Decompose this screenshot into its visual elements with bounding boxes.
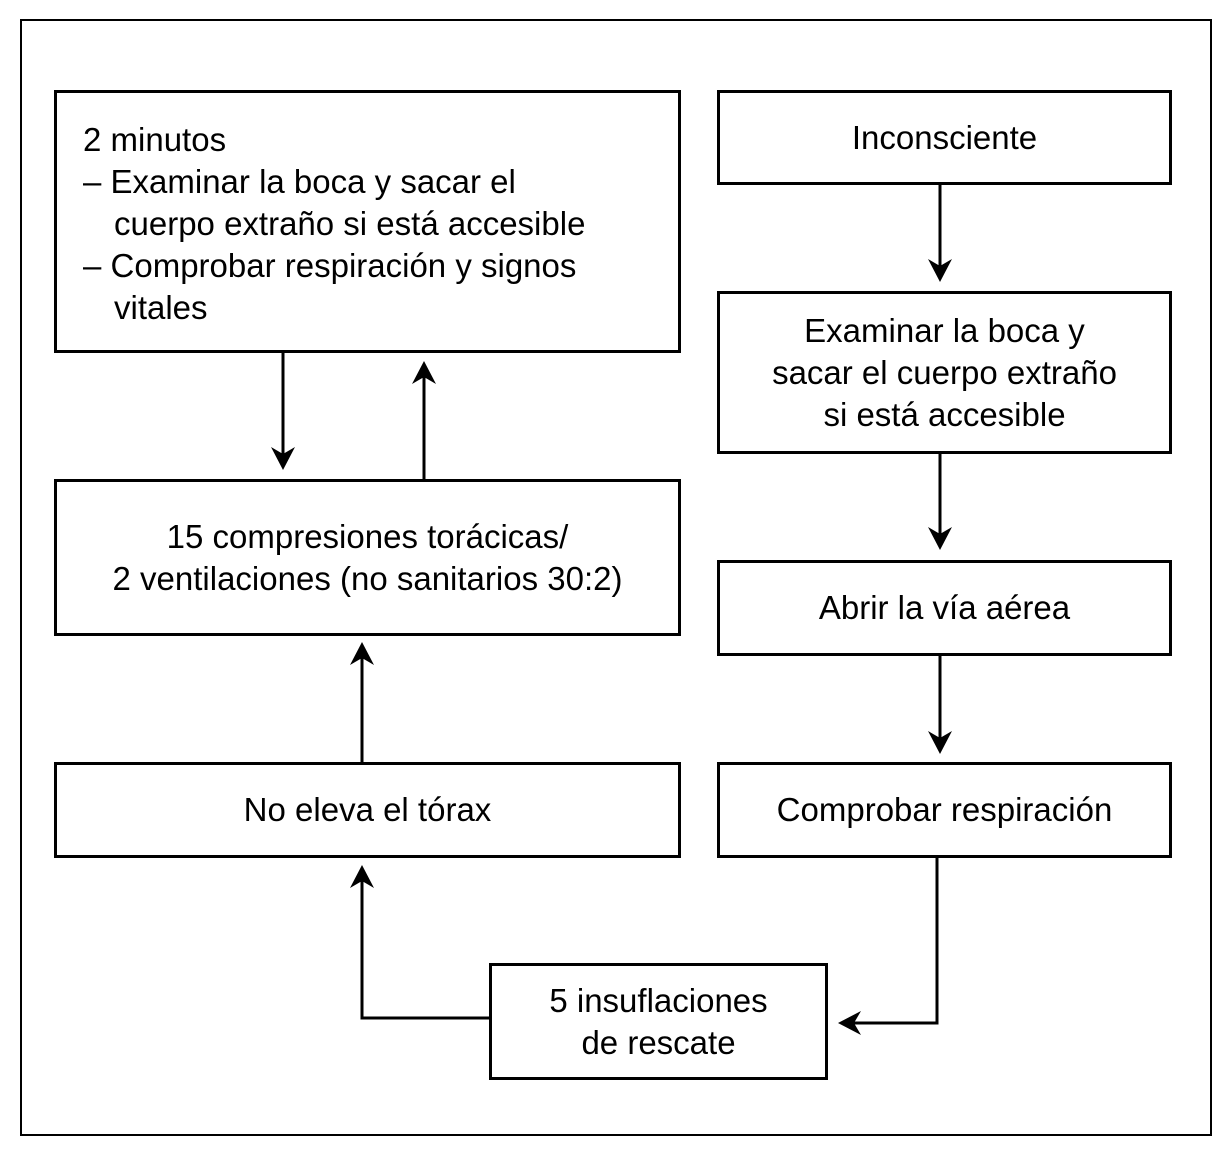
box-dos-minutos-title: 2 minutos — [83, 121, 227, 158]
box-compresiones-line-1: 15 compresiones torácicas/ — [166, 517, 569, 555]
box-examinar-line-1: Examinar la boca y — [804, 311, 1085, 349]
box-compresiones-line-2: 2 ventilaciones (no sanitarios 30:2) — [112, 559, 623, 597]
box-insuflaciones-line-1: 5 insuflaciones — [549, 981, 768, 1019]
arrowhead-comprobar — [928, 731, 952, 754]
arrowhead-examinar — [928, 259, 952, 282]
box-dos-minutos-item-2-line-1: – Comprobar respiración y signos — [83, 247, 577, 284]
arrowhead-no-eleva — [350, 865, 374, 888]
arrow-comprobar-to-insuflaciones — [842, 858, 939, 1025]
arrowhead-abrir — [928, 527, 952, 550]
box-no-eleva-torax: No eleva el tórax — [54, 762, 681, 858]
arrowhead-dos-minutos — [412, 361, 436, 384]
box-abrir-via-aerea: Abrir la vía aérea — [717, 560, 1172, 656]
arrow-insuflaciones-to-no-eleva — [360, 869, 489, 1020]
arrowhead-compresiones-bottom — [350, 642, 374, 665]
box-dos-minutos-item-1-line-1: – Examinar la boca y sacar el — [83, 163, 516, 200]
box-insuflaciones-line-2: de rescate — [581, 1023, 736, 1061]
box-dos-minutos-item-2-line-2: vitales — [114, 289, 208, 326]
diagram-frame — [20, 19, 1212, 1136]
box-dos-minutos-item-1-line-2: cuerpo extraño si está accesible — [114, 205, 586, 242]
box-insuflaciones-rescate: 5 insuflaciones de rescate — [489, 963, 828, 1080]
box-dos-minutos: 2 minutos – Examinar la boca y sacar el … — [54, 90, 681, 353]
box-compresiones-ventilaciones: 15 compresiones torácicas/ 2 ventilacion… — [54, 479, 681, 636]
box-examinar-boca: Examinar la boca y sacar el cuerpo extra… — [717, 291, 1172, 454]
box-examinar-line-3: si está accesible — [823, 395, 1066, 433]
box-comprobar-text: Comprobar respiración — [776, 791, 1113, 828]
box-no-eleva-text: No eleva el tórax — [243, 791, 492, 828]
box-inconsciente-text: Inconsciente — [851, 118, 1038, 156]
box-examinar-line-2: sacar el cuerpo extraño — [772, 353, 1117, 391]
arrowhead-compresiones-top — [271, 447, 295, 470]
box-inconsciente: Inconsciente — [717, 90, 1172, 185]
box-abrir-text: Abrir la vía aérea — [818, 589, 1071, 626]
arrowhead-insuflaciones — [838, 1011, 861, 1035]
box-comprobar-respiracion: Comprobar respiración — [717, 762, 1172, 858]
